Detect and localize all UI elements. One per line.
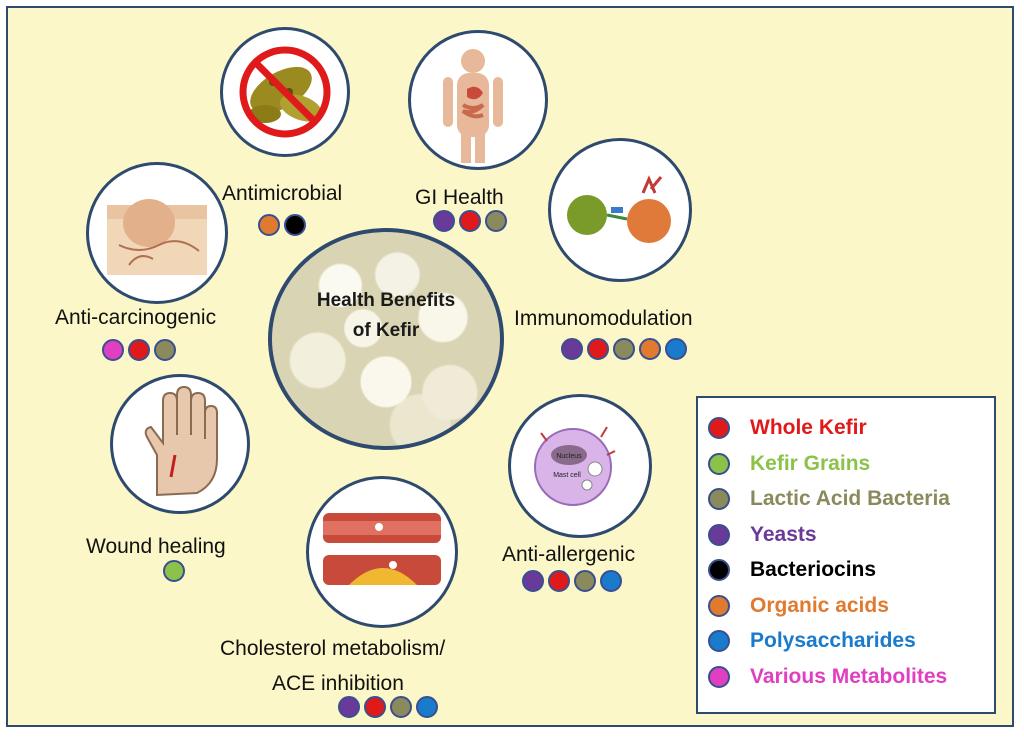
legend-label: Whole Kefir <box>750 416 867 439</box>
legend-item: Organic acids <box>708 594 889 618</box>
legend-dot <box>708 488 730 510</box>
source-dot-lab <box>574 570 596 592</box>
no-bacteria-icon <box>239 46 331 138</box>
gi-health-bubble <box>408 30 548 170</box>
immune-cells-icon <box>567 175 671 243</box>
mast-cell-icon: Nucleus Mast cell <box>534 426 616 506</box>
source-dot-whole-kefir <box>364 696 386 718</box>
source-dot-metabolites <box>102 339 124 361</box>
cholesterol-label-line1: Cholesterol metabolism/ <box>220 637 446 660</box>
wound-healing-bubble <box>110 374 250 514</box>
wound-healing-label: Wound healing <box>86 535 226 558</box>
legend-dot <box>708 559 730 581</box>
legend-item: Polysaccharides <box>708 629 916 653</box>
legend-dot <box>708 417 730 439</box>
center-title-line1: Health Benefits <box>316 290 456 311</box>
source-dot-whole-kefir <box>459 210 481 232</box>
source-dot-organic-acids <box>258 214 280 236</box>
center-title-line2: of Kefir <box>352 320 420 341</box>
source-dot-whole-kefir <box>128 339 150 361</box>
center-kefir-bubble: Health Benefits of Kefir <box>268 228 504 450</box>
legend-item: Whole Kefir <box>708 416 867 440</box>
gi-health-label: GI Health <box>415 186 504 209</box>
legend-dot <box>708 523 730 546</box>
cholesterol-dots <box>338 696 438 718</box>
skin-tumor-icon <box>107 199 207 275</box>
cholesterol-bubble <box>306 476 458 628</box>
legend-label: Various Metabolites <box>750 664 948 688</box>
immunomodulation-bubble <box>548 138 692 282</box>
antimicrobial-dots <box>258 214 306 236</box>
wound-healing-dots <box>163 560 185 582</box>
artery-plaque-icon <box>323 513 441 585</box>
anti-carcinogenic-bubble <box>86 162 228 304</box>
mast-cell-text: Mast cell <box>553 472 581 479</box>
source-dot-polysaccharides <box>665 338 687 360</box>
immunomodulation-label: Immunomodulation <box>514 307 693 330</box>
source-dot-yeasts <box>433 210 455 232</box>
legend-label: Kefir Grains <box>750 451 871 475</box>
center-title: Health Benefits of Kefir <box>272 286 500 346</box>
legend-item: Kefir Grains <box>708 452 870 476</box>
legend-label: Yeasts <box>750 522 817 546</box>
legend-dot <box>708 594 730 617</box>
antimicrobial-label: Antimicrobial <box>222 182 343 205</box>
legend-dot <box>708 665 730 688</box>
anti-allergenic-label: Anti-allergenic <box>502 543 636 566</box>
nucleus-text: Nucleus <box>556 453 582 460</box>
source-dot-organic-acids <box>639 338 661 360</box>
legend-item: Bacteriocins <box>708 558 876 582</box>
gi-health-dots <box>433 210 507 232</box>
source-dot-lab <box>390 696 412 718</box>
source-dot-kefir-grains <box>163 560 185 582</box>
source-dot-yeasts <box>338 696 360 718</box>
legend-label: Organic acids <box>750 593 889 617</box>
source-dot-bacteriocins <box>284 214 306 236</box>
source-dot-polysaccharides <box>600 570 622 592</box>
anti-carcinogenic-dots <box>102 339 176 361</box>
source-dot-lab <box>485 210 507 232</box>
legend-item: Yeasts <box>708 523 817 547</box>
legend-item: Various Metabolites <box>708 665 947 689</box>
anti-carcinogenic-label: Anti-carcinogenic <box>55 306 217 329</box>
anti-allergenic-dots <box>522 570 622 592</box>
legend-dot <box>708 452 730 475</box>
antimicrobial-bubble <box>220 27 350 157</box>
cholesterol-label-line2: ACE inhibition <box>272 672 404 695</box>
legend-dot <box>708 630 730 652</box>
source-dot-whole-kefir <box>548 570 570 592</box>
source-dot-yeasts <box>522 570 544 592</box>
source-dot-whole-kefir <box>587 338 609 360</box>
source-dot-polysaccharides <box>416 696 438 718</box>
legend-item: Lactic Acid Bacteria <box>708 487 950 511</box>
anti-allergenic-bubble: Nucleus Mast cell <box>508 394 652 538</box>
immunomodulation-dots <box>561 338 687 360</box>
source-dot-lab <box>613 338 635 360</box>
source-dot-lab <box>154 339 176 361</box>
digestive-system-icon <box>443 49 503 163</box>
source-dot-yeasts <box>561 338 583 360</box>
legend-label: Polysaccharides <box>750 629 916 652</box>
legend-label: Bacteriocins <box>750 558 877 581</box>
legend-label: Lactic Acid Bacteria <box>750 487 950 510</box>
hand-wound-icon <box>144 385 218 497</box>
